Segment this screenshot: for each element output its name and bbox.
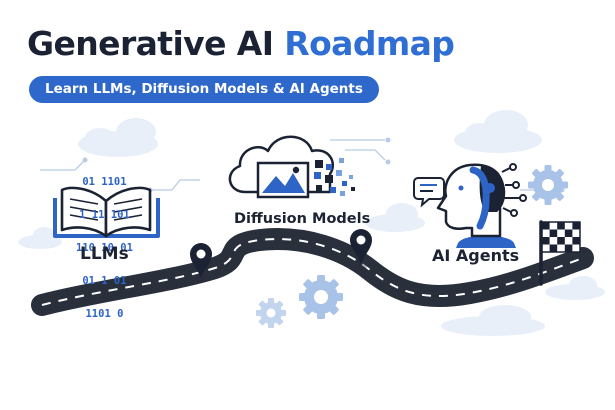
circuit-line <box>345 149 386 161</box>
circuit-line <box>150 179 200 191</box>
finish-flag-icon <box>539 220 581 286</box>
binary-line: 1101 0 <box>85 308 124 320</box>
stage-label-diffusion: Diffusion Models <box>234 211 371 227</box>
open-book-icon <box>53 186 160 238</box>
title-accent: Roadmap <box>284 24 455 63</box>
cloud-decoration <box>441 305 545 336</box>
gear-icon <box>299 275 343 319</box>
gear-icon <box>528 165 568 205</box>
road-lane-marking <box>41 238 584 306</box>
cloud-decoration <box>454 110 542 153</box>
binary-line: 110 10 01 <box>76 242 133 254</box>
binary-line: 1 11 101 <box>79 209 130 221</box>
roadmap-road <box>31 228 594 316</box>
binary-line: 01 1101 <box>82 176 127 188</box>
circuit-node <box>385 159 391 165</box>
location-pin-icon <box>350 229 372 269</box>
circuit-line <box>40 159 86 171</box>
binary-digits: 01 1101 1 11 101 110 10 01 01 1 01 1101 … <box>76 155 133 331</box>
page-title: Generative AI Roadmap <box>27 24 455 63</box>
cloud-decoration <box>18 227 62 249</box>
cloud-decoration <box>365 203 425 232</box>
gear-icon <box>256 298 286 328</box>
cloud-image-icon <box>228 135 355 199</box>
circuit-node <box>385 137 391 143</box>
stage-label-agents: AI Agents <box>432 246 520 265</box>
location-pin-icon <box>190 243 212 283</box>
subtitle-badge: Learn LLMs, Diffusion Models & AI Agents <box>29 76 379 103</box>
binary-line: 01 1 01 <box>82 275 127 287</box>
pixel-squares <box>314 158 355 196</box>
cloud-decoration <box>545 276 605 300</box>
robot-head-icon <box>436 163 527 248</box>
stage-label-llms: LLMs <box>80 244 129 264</box>
circuit-node <box>82 157 88 163</box>
chat-bubble-icon <box>413 177 445 208</box>
cloud-decoration <box>78 118 158 157</box>
title-main: Generative AI <box>27 24 274 63</box>
